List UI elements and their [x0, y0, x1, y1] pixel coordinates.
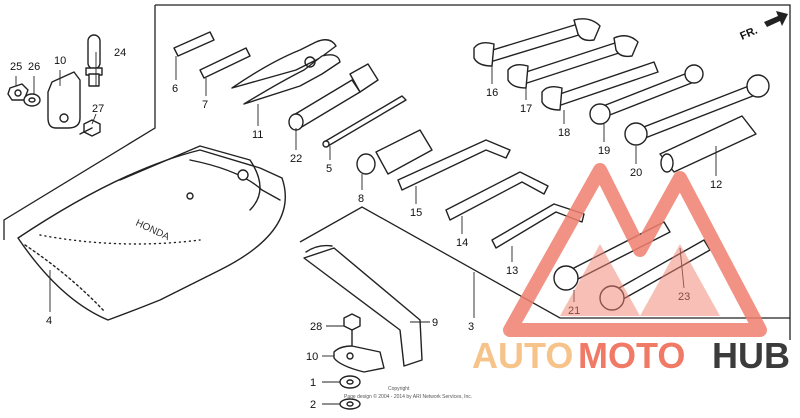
callout-7: 7	[202, 99, 208, 111]
diagram-frame	[3, 4, 791, 340]
callout-17: 17	[520, 103, 532, 115]
callout-20: 20	[630, 167, 642, 179]
bracket-part-lower	[333, 345, 385, 373]
socket-wrench-part	[288, 63, 379, 131]
callout-4: 4	[46, 315, 52, 327]
callout-3: 3	[468, 321, 474, 333]
copyright-line-1: Copyright	[388, 386, 410, 392]
callout-26: 26	[28, 61, 40, 73]
washer-part-2	[339, 398, 361, 410]
callout-5: 5	[326, 163, 332, 175]
watermark-auto: AUTO	[472, 335, 573, 376]
svg-text:FR.: FR.	[738, 25, 759, 43]
tool-bag: HONDA	[17, 145, 286, 321]
callout-9: 9	[432, 317, 438, 329]
handle-part	[356, 129, 433, 175]
strip-part-6	[173, 31, 215, 57]
callout-22: 22	[290, 153, 302, 165]
wrench-part-16	[473, 18, 601, 67]
strip-part-7	[199, 47, 251, 79]
callout-19: 19	[598, 145, 610, 157]
front-arrow-icon: FR.	[738, 11, 788, 43]
hex-key-part-15	[397, 139, 511, 191]
automotohub-logo-icon	[503, 163, 767, 337]
watermark-hub: HUB	[712, 335, 790, 376]
callout-2: 2	[310, 399, 316, 411]
callout-1: 1	[310, 377, 316, 389]
pin-part	[85, 34, 103, 87]
callout-10-top: 10	[54, 55, 66, 67]
automotohub-watermark: AUTO MOTO HUB	[472, 335, 790, 376]
wrench-part-17	[507, 35, 639, 89]
screwdriver-part	[322, 95, 407, 148]
hex-key-part-13	[491, 203, 585, 249]
bolt-part	[79, 119, 101, 137]
watermark-moto: MOTO	[578, 335, 685, 376]
copyright-line-2: Page design © 2004 - 2014 by ARI Network…	[344, 393, 472, 400]
callout-24: 24	[114, 47, 126, 59]
callout-28: 28	[310, 321, 322, 333]
callout-8: 8	[358, 193, 364, 205]
callout-6: 6	[172, 83, 178, 95]
sleeve-part	[659, 115, 757, 173]
bracket-part	[47, 71, 81, 129]
ring-wrench-part-20	[624, 74, 770, 146]
diagram-frame-lower	[299, 206, 790, 319]
callout-11: 11	[252, 129, 263, 141]
callout-12: 12	[710, 179, 722, 191]
callout-14: 14	[456, 237, 468, 249]
ring-wrench-part-19	[589, 64, 704, 125]
callout-10-bottom: 10	[306, 351, 318, 363]
washer-part-1	[339, 375, 361, 389]
hex-key-part-14	[445, 171, 549, 221]
callout-16: 16	[486, 87, 498, 99]
pliers-part	[231, 39, 341, 105]
callout-15: 15	[410, 207, 422, 219]
washer-part	[23, 93, 41, 107]
strap-part	[303, 244, 423, 367]
wrench-part-18	[541, 61, 659, 111]
callout-13: 13	[506, 265, 518, 277]
callout-18: 18	[558, 127, 570, 139]
nut-part	[7, 83, 29, 101]
callout-27: 27	[92, 103, 104, 115]
callout-25: 25	[10, 61, 22, 73]
bolt-part-28	[343, 313, 361, 347]
